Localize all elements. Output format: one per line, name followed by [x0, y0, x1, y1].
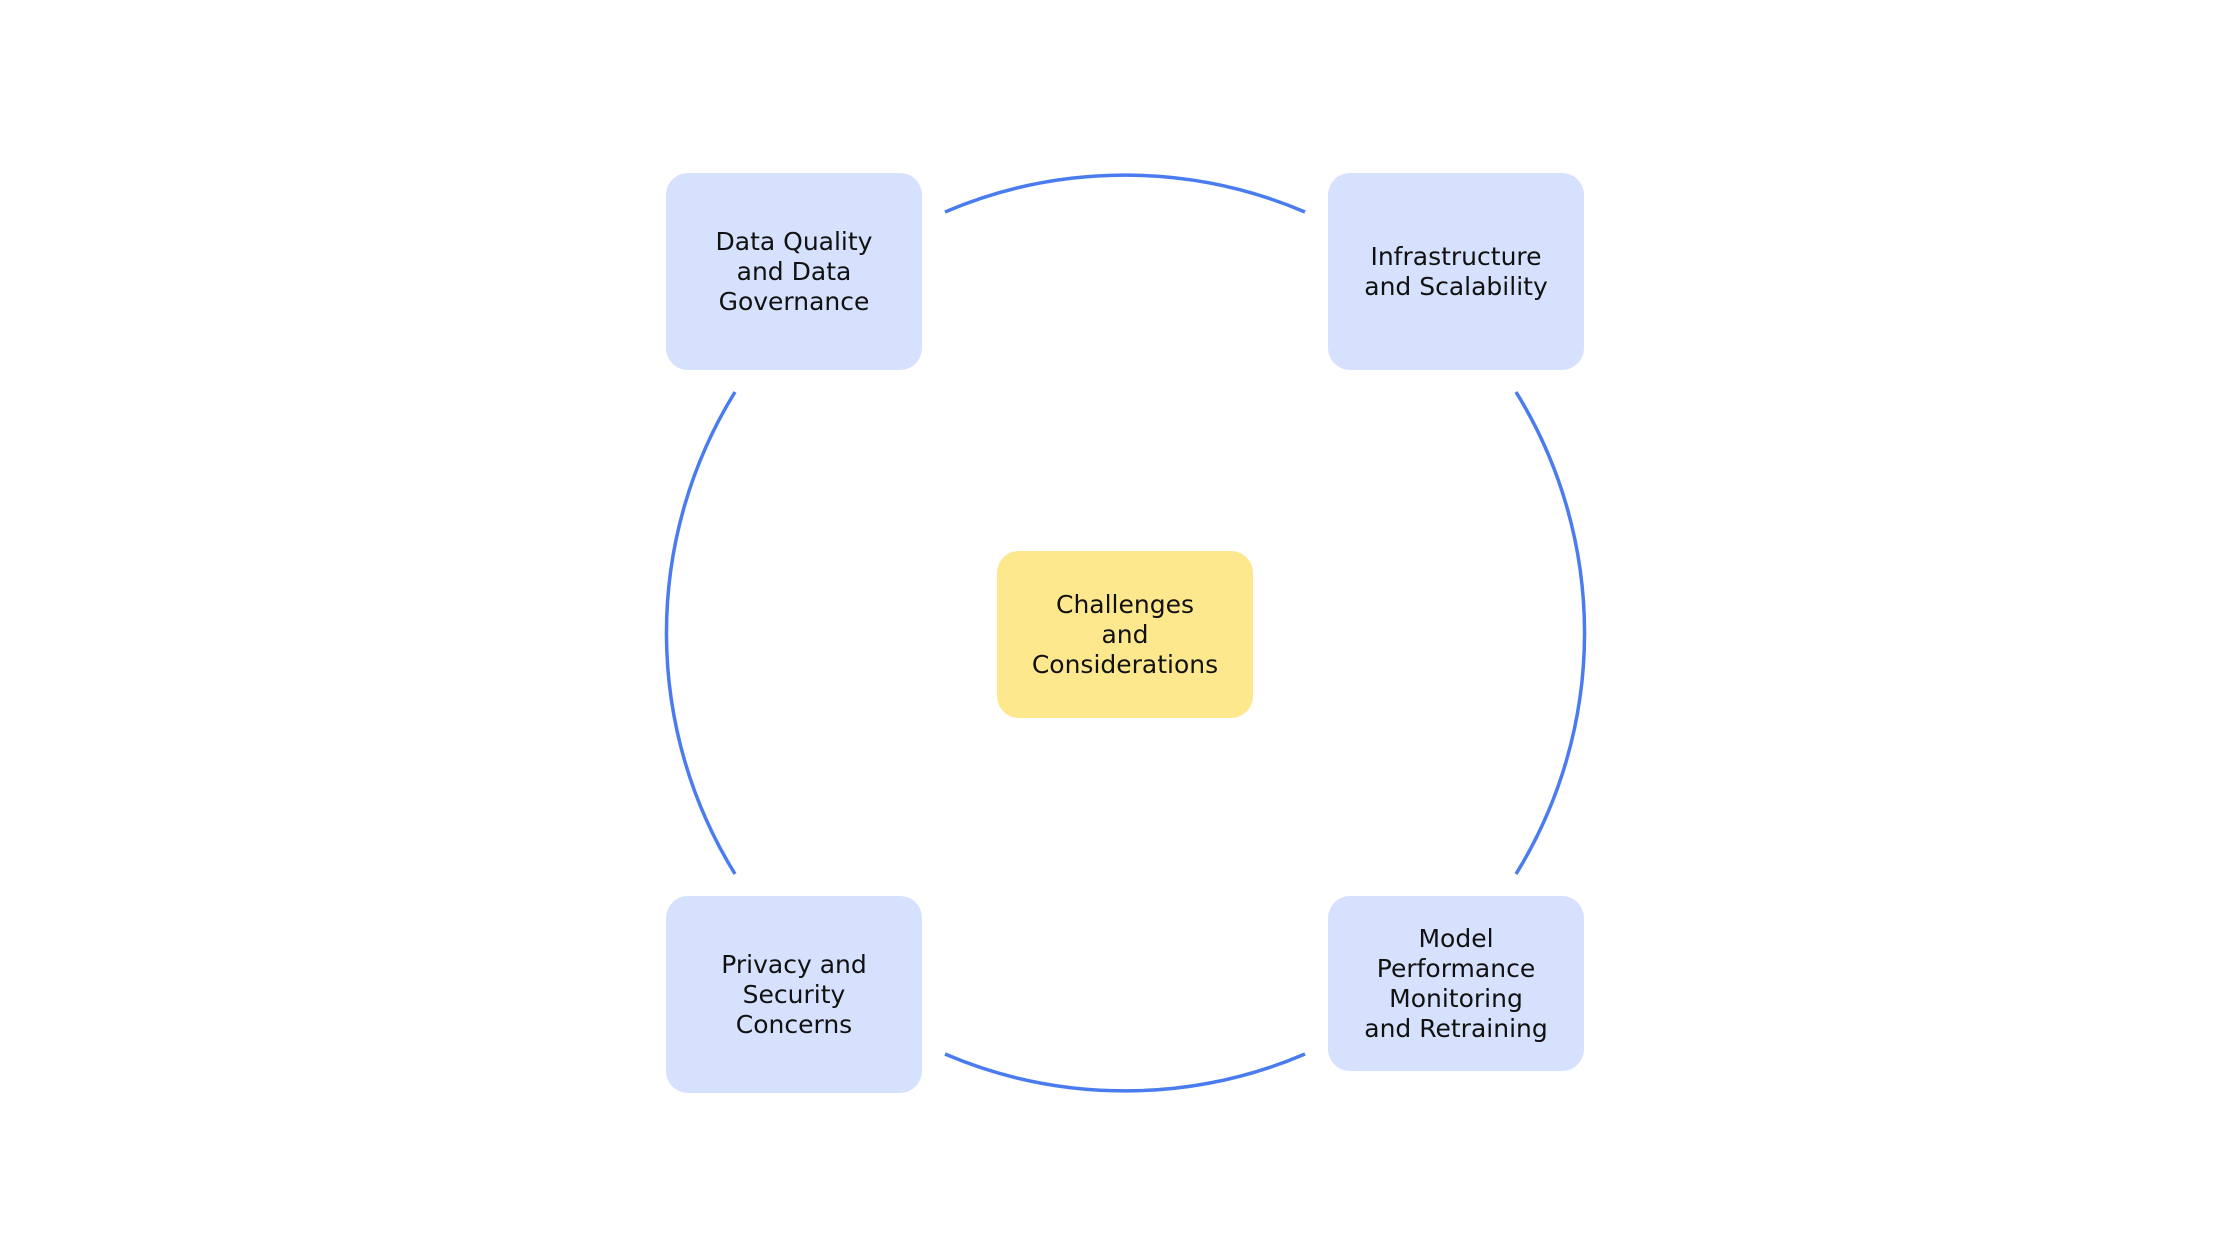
node-privacy-security: Privacy and Security Concerns [666, 896, 922, 1093]
node-data-quality: Data Quality and Data Governance [666, 173, 922, 370]
node-model-performance: Model Performance Monitoring and Retrain… [1328, 896, 1584, 1071]
node-label: Data Quality and Data Governance [715, 226, 873, 316]
ring-arc-bottom [944, 1052, 1306, 1093]
ring-arc-right [1514, 391, 1587, 875]
center-node: Challenges and Considerations [997, 551, 1253, 718]
ring-arc-top [944, 173, 1306, 214]
node-label: Privacy and Security Concerns [721, 949, 867, 1039]
center-label: Challenges and Considerations [1031, 589, 1219, 679]
node-label: Model Performance Monitoring and Retrain… [1364, 923, 1548, 1043]
ring-arc-left [664, 391, 737, 875]
node-label: Infrastructure and Scalability [1364, 241, 1548, 301]
node-infrastructure: Infrastructure and Scalability [1328, 173, 1584, 370]
